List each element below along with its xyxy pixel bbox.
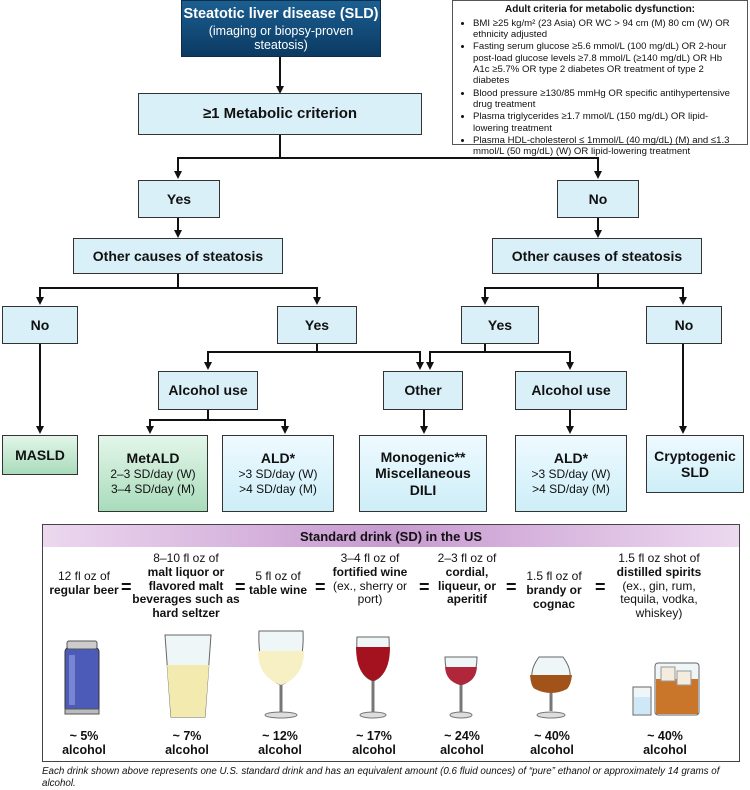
footnote: Each drink shown above represents one U.… <box>42 766 720 790</box>
yes-box-center-left: Yes <box>277 306 357 344</box>
criteria-bmi: BMI ≥25 kg/m² (23 Asia) OR WC > 94 cm (M… <box>473 18 739 41</box>
ald-women-right: >3 SD/day (W) <box>531 466 611 481</box>
flowchart-connectors <box>36 57 687 434</box>
ald-box-right: ALD* >3 SD/day (W) >4 SD/day (M) <box>515 435 627 512</box>
alcohol-use-box-right: Alcohol use <box>515 371 627 410</box>
malt-glass-icon <box>164 634 212 718</box>
other-causes-box-right: Other causes of steatosis <box>492 238 702 274</box>
equals-sign-3: = <box>315 577 326 597</box>
equals-sign-4: = <box>419 577 430 597</box>
table-wine-pct: ~ 12%alcohol <box>258 729 302 757</box>
yes-box-left: Yes <box>138 180 220 218</box>
drink-illustrations <box>64 630 700 719</box>
other-box: Other <box>383 371 463 410</box>
spirits-pct: ~ 40%alcohol <box>643 729 687 757</box>
ald-box-left: ALD* >3 SD/day (W) >4 SD/day (M) <box>222 435 334 512</box>
metald-women: 2–3 SD/day (W) <box>110 466 196 481</box>
standard-drink-panel: Standard drink (SD) in the US 12 fl oz o… <box>42 524 740 762</box>
criteria-blood-pressure: Blood pressure ≥130/85 mmHg OR specific … <box>473 88 739 111</box>
equals-sign-6: = <box>595 577 606 597</box>
metabolic-criterion-box: ≥1 Metabolic criterion <box>138 93 422 135</box>
metald-men: 3–4 SD/day (M) <box>110 481 196 496</box>
ald-title: ALD* <box>260 450 296 467</box>
criteria-heading: Adult criteria for metabolic dysfunction… <box>504 4 696 15</box>
cordial-pct: ~ 24%alcohol <box>440 729 484 757</box>
miscellaneous-label: Miscellaneous <box>375 465 471 482</box>
dili-label: DILI <box>409 481 437 498</box>
cryptogenic-box: Cryptogenic SLD <box>646 435 744 493</box>
criteria-triglycerides: Plasma triglycerides ≥1.7 mmol/L (150 mg… <box>473 111 739 134</box>
no-box-right: No <box>557 180 639 218</box>
other-causes-box-left: Other causes of steatosis <box>73 238 283 274</box>
alcohol-use-box-left: Alcohol use <box>158 371 258 410</box>
sld-subtitle: (imaging or biopsy-proven steatosis) <box>208 23 354 52</box>
equals-sign-1: = <box>121 577 132 597</box>
cryptogenic-label: Cryptogenic <box>654 447 736 464</box>
sld-title: Steatotic liver disease (SLD) <box>183 5 379 22</box>
sld-header-box: Steatotic liver disease (SLD) (imaging o… <box>181 0 381 57</box>
criteria-hdl: Plasma HDL-cholesterol ≤ 1mmol/L (40 mg/… <box>473 135 739 158</box>
beer-pct: ~ 5%alcohol <box>62 729 106 757</box>
yes-box-center-right: Yes <box>461 306 539 344</box>
equals-sign-5: = <box>506 577 517 597</box>
metald-title: MetALD <box>126 450 180 467</box>
criteria-glucose: Fasting serum glucose ≥5.6 mmol/L (100 m… <box>473 41 739 86</box>
masld-box: MASLD <box>2 435 78 475</box>
monogenic-box: Monogenic** Miscellaneous DILI <box>359 435 487 512</box>
no-box-far-right: No <box>646 306 722 344</box>
ald-men-right: >4 SD/day (M) <box>532 481 610 496</box>
white-wine-glass-icon <box>258 630 304 719</box>
monogenic-label: Monogenic** <box>380 449 466 466</box>
ald-title-right: ALD* <box>553 450 589 467</box>
cordial-glass-icon <box>444 656 478 719</box>
fortified-wine-pct: ~ 17%alcohol <box>352 729 396 757</box>
spirits-tumbler-icon <box>632 662 700 716</box>
no-box-left: No <box>2 306 78 344</box>
standard-drink-heading: Standard drink (SD) in the US <box>43 525 739 547</box>
metald-box: MetALD 2–3 SD/day (W) 3–4 SD/day (M) <box>98 435 208 512</box>
malt-pct: ~ 7%alcohol <box>165 729 209 757</box>
brandy-pct: ~ 40%alcohol <box>530 729 574 757</box>
beer-can-icon <box>64 640 100 715</box>
ald-men: >4 SD/day (M) <box>239 481 317 496</box>
fortified-wine-glass-icon <box>356 636 390 719</box>
ald-women: >3 SD/day (W) <box>238 466 318 481</box>
metabolic-criteria-panel: Adult criteria for metabolic dysfunction… <box>452 0 748 157</box>
equals-sign-2: = <box>235 577 246 597</box>
cryptogenic-sld-label: SLD <box>681 464 709 480</box>
brandy-snifter-icon <box>530 656 572 719</box>
